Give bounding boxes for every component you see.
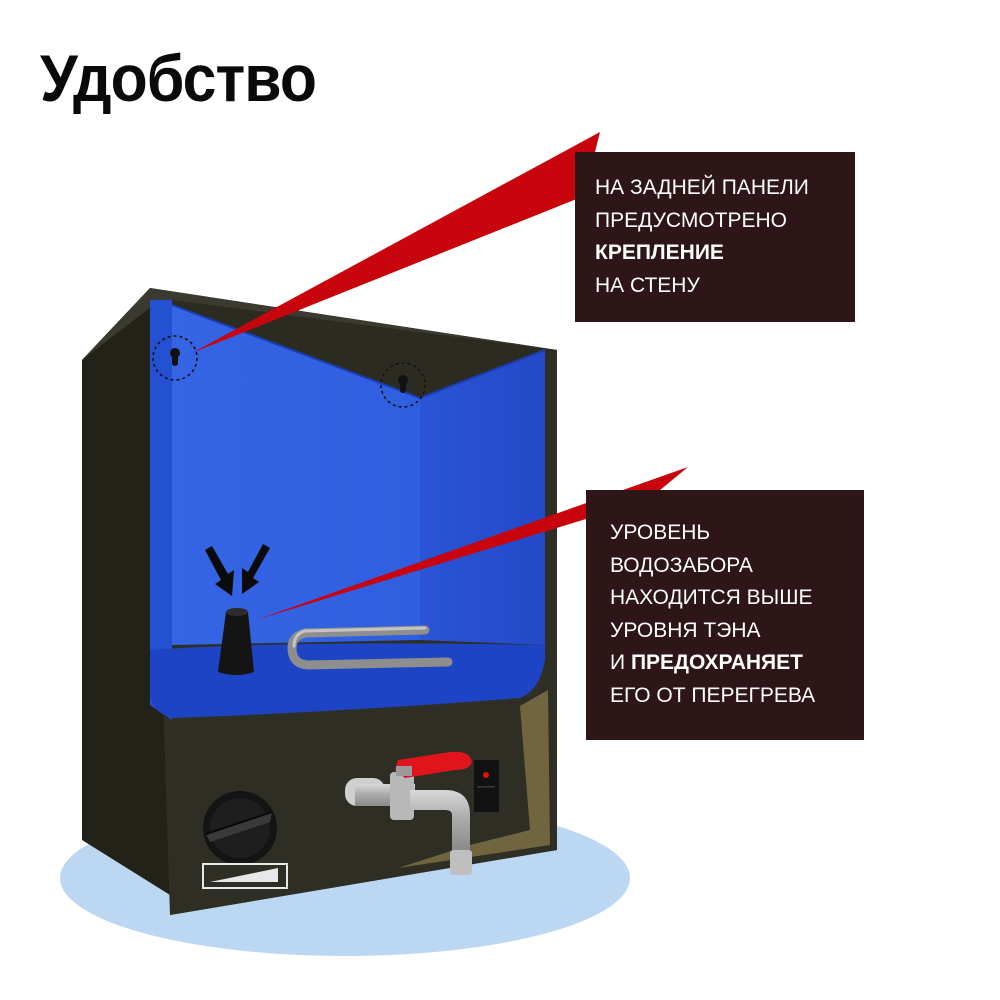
callout-line: УРОВНЯ ТЭНА <box>610 618 761 642</box>
page-title: Удобство <box>40 41 317 115</box>
callout-line: ВОДОЗАБОРА <box>610 553 753 577</box>
callout-line-bold: КРЕПЛЕНИЕ <box>595 241 724 264</box>
wall-mount-keyhole-icon <box>380 362 426 408</box>
pointer-mount <box>192 132 600 353</box>
callout-line-prefix: И <box>610 651 631 674</box>
callout-line: НАХОДИТСЯ ВЫШЕ <box>610 586 813 609</box>
callout-line: НА ЗАДНЕЙ ПАНЕЛИ <box>595 176 809 199</box>
arrow-down-icon <box>205 544 270 596</box>
temperature-scale-icon <box>202 863 288 889</box>
heating-element-highlight <box>292 626 427 648</box>
water-intake-icon <box>218 608 254 675</box>
indicator-light-icon <box>474 760 499 812</box>
callout-line: УРОВЕНЬ <box>610 521 711 544</box>
callout-line: НА СТЕНУ <box>595 273 700 297</box>
callout-line-bold: ПРЕДОХРАНЯЕТ <box>630 651 803 674</box>
thermostat-knob-icon[interactable] <box>203 791 277 865</box>
callout-line: ПРЕДУСМОТРЕНО <box>595 208 788 232</box>
water-right-wall <box>420 350 545 645</box>
pointer-intake <box>256 467 688 620</box>
callout-wall-mount: НА ЗАДНЕЙ ПАНЕЛИ ПРЕДУСМОТРЕНО КРЕПЛЕНИЕ… <box>575 152 855 322</box>
water-front <box>172 305 420 645</box>
tank-body-side <box>82 288 170 895</box>
callout-line: ЕГО ОТ ПЕРЕГРЕВА <box>610 683 816 707</box>
wall-mount-keyhole-icon <box>152 335 198 381</box>
callout-water-intake: УРОВЕНЬ ВОДОЗАБОРА НАХОДИТСЯ ВЫШЕ УРОВНЯ… <box>586 490 864 740</box>
body-highlight <box>398 690 550 868</box>
tank-inner-left <box>150 300 172 720</box>
faucet-icon[interactable] <box>345 751 472 875</box>
